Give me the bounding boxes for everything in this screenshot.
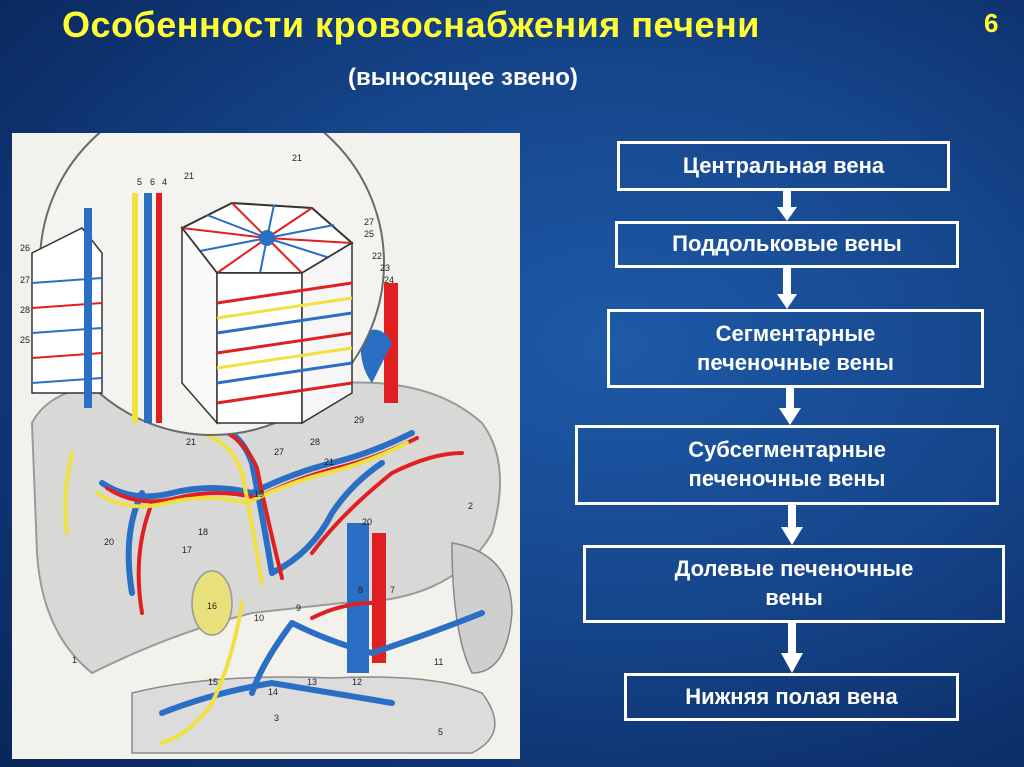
flow-step-label: Долевые печеночные вены bbox=[649, 555, 939, 612]
flow-step-lobar-veins: Долевые печеночные вены bbox=[583, 545, 1005, 623]
figure-label: 4 bbox=[162, 177, 167, 187]
figure-label: 20 bbox=[362, 517, 372, 527]
figure-label: 5 bbox=[137, 177, 142, 187]
flow-arrow-down-icon bbox=[776, 191, 798, 221]
figure-label: 2 bbox=[468, 501, 473, 511]
figure-label: 5 bbox=[438, 727, 443, 737]
figure-label: 24 bbox=[384, 275, 394, 285]
flow-step-label: Сегментарные печеночные вены bbox=[676, 320, 916, 377]
figure-label: 20 bbox=[104, 537, 114, 547]
flow-step-label: Центральная вена bbox=[683, 152, 884, 181]
figure-label: 28 bbox=[20, 305, 30, 315]
flow-step-subsegmental-veins: Субсегментарные печеночные вены bbox=[575, 425, 999, 505]
flow-step-label: Субсегментарные печеночные вены bbox=[642, 436, 932, 493]
slide-title: Особенности кровоснабжения печени bbox=[62, 4, 962, 46]
figure-label: 29 bbox=[354, 415, 364, 425]
figure-label: 25 bbox=[20, 335, 30, 345]
figure-label: 21 bbox=[184, 171, 194, 181]
figure-label: 17 bbox=[182, 545, 192, 555]
figure-label: 18 bbox=[198, 527, 208, 537]
flow-arrow-down-icon bbox=[776, 268, 798, 309]
anatomy-drawing: 21 26 27 28 25 5 6 4 27 25 22 23 24 29 2… bbox=[12, 133, 520, 759]
figure-label: 23 bbox=[380, 263, 390, 273]
figure-label: 21 bbox=[186, 437, 196, 447]
figure-label: 26 bbox=[20, 243, 30, 253]
figure-label: 8 bbox=[358, 585, 363, 595]
figure-label: 15 bbox=[208, 677, 218, 687]
figure-label: 7 bbox=[390, 585, 395, 595]
figure-label: 14 bbox=[268, 687, 278, 697]
slide-subtitle: (выносящее звено) bbox=[348, 64, 578, 92]
liver-blood-supply-illustration: 21 26 27 28 25 5 6 4 27 25 22 23 24 29 2… bbox=[12, 133, 520, 759]
flow-arrow-down-icon bbox=[780, 505, 804, 545]
figure-label: 27 bbox=[364, 217, 374, 227]
flow-step-inferior-vena-cava: Нижняя полая вена bbox=[624, 673, 959, 721]
figure-label: 3 bbox=[274, 713, 279, 723]
figure-label: 11 bbox=[434, 657, 443, 667]
figure-label: 10 bbox=[254, 613, 264, 623]
figure-label: 22 bbox=[372, 251, 382, 261]
page-number: 6 bbox=[984, 8, 998, 39]
figure-label: 28 bbox=[310, 437, 320, 447]
figure-label: 9 bbox=[296, 603, 301, 613]
figure-label: 27 bbox=[274, 447, 284, 457]
flow-step-central-vein: Центральная вена bbox=[617, 141, 950, 191]
figure-label: 12 bbox=[352, 677, 362, 687]
flow-step-label: Поддольковые вены bbox=[672, 230, 902, 259]
flow-step-label: Нижняя полая вена bbox=[685, 683, 897, 712]
figure-label: 21 bbox=[324, 457, 334, 467]
figure-label: 27 bbox=[20, 275, 30, 285]
flow-step-sublobular-veins: Поддольковые вены bbox=[615, 221, 959, 268]
figure-label: 25 bbox=[364, 229, 374, 239]
flow-arrow-down-icon bbox=[778, 388, 802, 425]
figure-label: 1 bbox=[72, 655, 77, 665]
figure-label: 21 bbox=[292, 153, 302, 163]
figure-label: 13 bbox=[307, 677, 317, 687]
figure-label: 6 bbox=[150, 177, 155, 187]
flow-step-segmental-veins: Сегментарные печеночные вены bbox=[607, 309, 984, 388]
figure-label: 16 bbox=[207, 601, 217, 611]
figure-label: 19 bbox=[254, 489, 264, 499]
flow-arrow-down-icon bbox=[780, 623, 804, 673]
